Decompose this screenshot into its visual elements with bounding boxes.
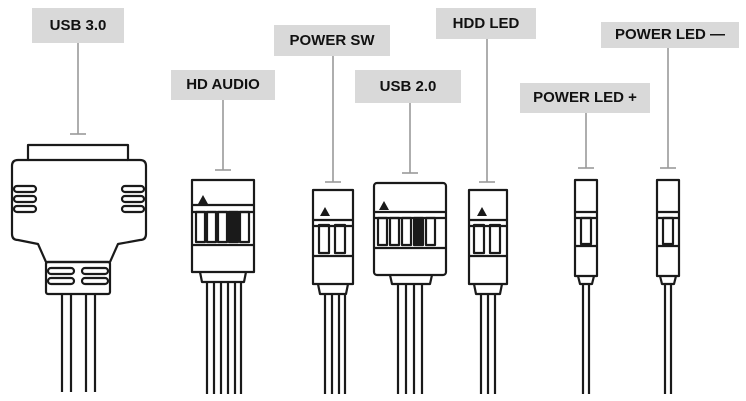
label-hdd-led: HDD LED bbox=[436, 8, 536, 39]
hd-audio-connector bbox=[190, 178, 256, 394]
leader-lines bbox=[70, 39, 676, 183]
pin1-marker bbox=[477, 207, 487, 216]
pin1-marker bbox=[198, 195, 208, 204]
label-power-sw: POWER SW bbox=[274, 25, 390, 56]
usb3-connector bbox=[10, 143, 148, 392]
usb2-connector bbox=[372, 181, 448, 394]
label-usb2: USB 2.0 bbox=[355, 70, 461, 103]
power-sw-connector bbox=[311, 188, 355, 394]
label-power-led-plus: POWER LED + bbox=[520, 83, 650, 113]
label-power-led-minus: POWER LED — bbox=[601, 22, 739, 48]
hdd-led-connector bbox=[467, 188, 509, 394]
label-usb3: USB 3.0 bbox=[32, 8, 124, 43]
label-hd-audio: HD AUDIO bbox=[171, 70, 275, 100]
power-led-plus-connector bbox=[573, 178, 599, 394]
pin1-marker bbox=[379, 201, 389, 210]
pin1-marker bbox=[320, 207, 330, 216]
power-led-minus-connector bbox=[655, 178, 681, 394]
